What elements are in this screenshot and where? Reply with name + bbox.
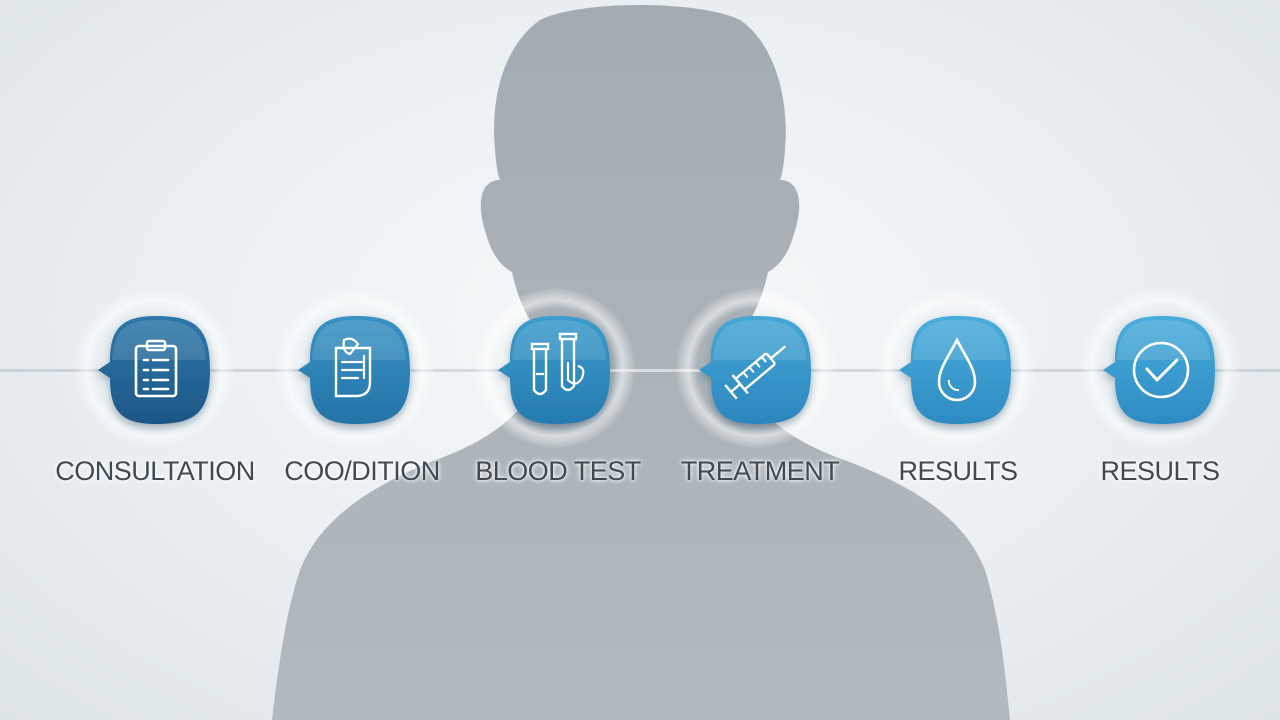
document-icon: [334, 337, 372, 398]
step-label: BLOOD TEST: [475, 456, 641, 486]
step-badge: [255, 0, 455, 720]
step-badge: [656, 0, 856, 720]
step-label: TREATMENT: [680, 456, 840, 486]
step-label: CONSULTATION: [55, 456, 255, 486]
checkmark-icon: [1132, 341, 1190, 399]
step-badge: [856, 0, 1056, 720]
step-1: CONSULTATION: [55, 0, 255, 720]
timeline-line: [0, 369, 1280, 372]
step-badge: [455, 0, 655, 720]
step-2: COO/DITION: [255, 0, 455, 720]
step-label: RESULTS: [898, 456, 1018, 486]
step-label: COO/DITION: [284, 456, 440, 486]
syringe-icon: [724, 345, 786, 400]
test-tubes-icon: [530, 332, 585, 396]
step-3: BLOOD TEST: [455, 0, 655, 720]
clipboard-icon: [134, 339, 178, 398]
step-4: TREATMENT: [656, 0, 856, 720]
step-5: RESULTS: [856, 0, 1056, 720]
step-label: RESULTS: [1100, 456, 1220, 486]
step-badge: [55, 0, 255, 720]
step-badge: [1060, 0, 1260, 720]
blood-drop-icon: [937, 337, 977, 402]
step-6: RESULTS: [1060, 0, 1260, 720]
